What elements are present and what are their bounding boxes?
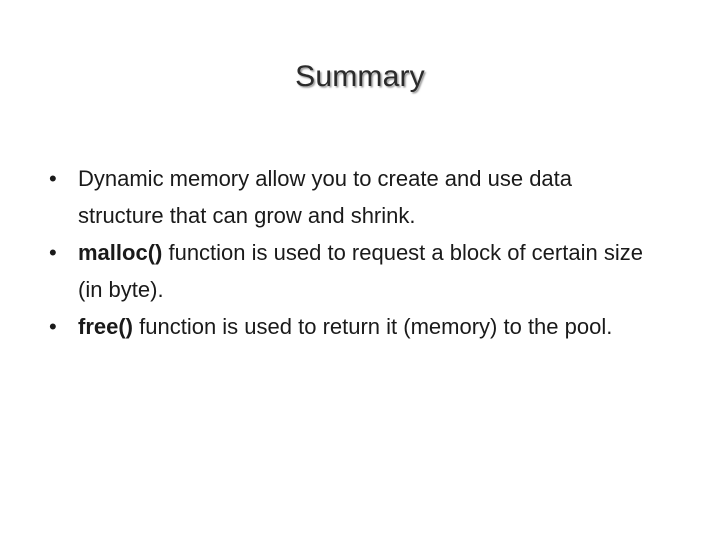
list-item: • free() function is used to return it (… <box>40 308 660 345</box>
list-item-body: Dynamic memory allow you to create and u… <box>78 166 573 228</box>
bullet-list: • Dynamic memory allow you to create and… <box>40 160 660 345</box>
list-item-text: malloc() function is used to request a b… <box>78 234 660 308</box>
list-item-body: function is used to request a block of c… <box>78 240 643 302</box>
list-item-bold-token: free() <box>78 314 134 339</box>
bullet-point-icon: • <box>49 166 57 191</box>
list-item-bold-token: malloc() <box>78 240 163 265</box>
list-item: • malloc() function is used to request a… <box>40 234 660 308</box>
list-item: • Dynamic memory allow you to create and… <box>40 160 660 234</box>
list-item-text: Dynamic memory allow you to create and u… <box>78 160 660 234</box>
bullet-point-icon: • <box>49 240 57 265</box>
list-item-text: free() function is used to return it (me… <box>78 308 660 345</box>
list-item-body: function is used to return it (memory) t… <box>133 314 613 339</box>
bullet-point-icon: • <box>49 314 57 339</box>
page-title: Summary <box>295 60 425 93</box>
